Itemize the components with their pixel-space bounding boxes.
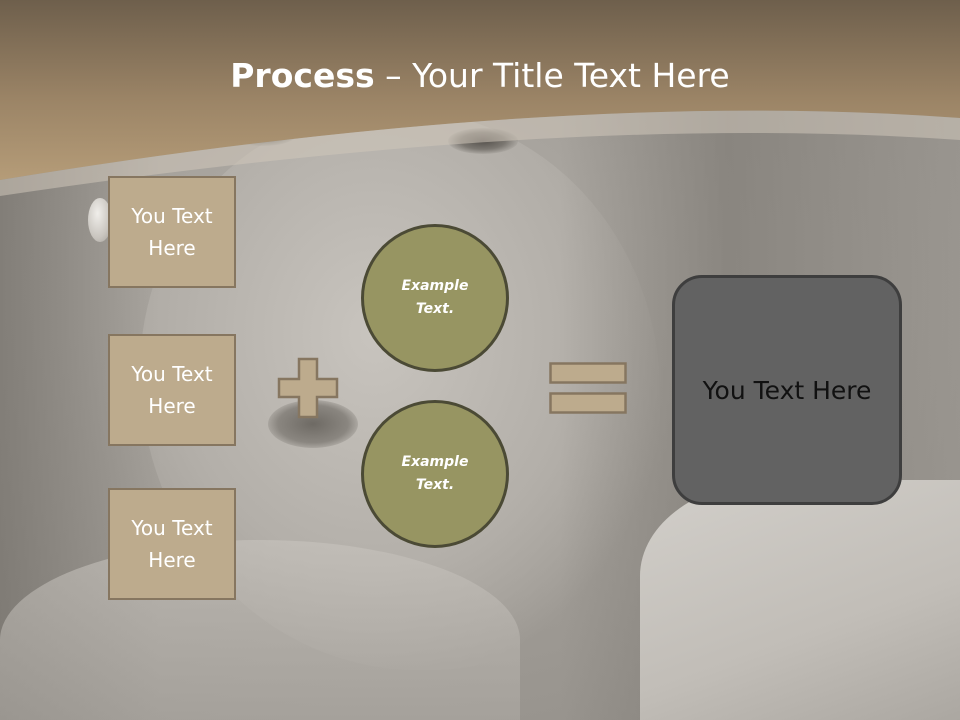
background-photo-eye — [448, 128, 518, 154]
example-circle-1: Example Text. — [361, 224, 509, 372]
slide-title-rest: – Your Title Text Here — [374, 56, 730, 95]
slide-title-bold: Process — [230, 56, 375, 95]
text-box-1: You Text Here — [108, 176, 236, 288]
background-photo-shoulder — [0, 540, 520, 720]
background-photo-collar — [640, 480, 960, 720]
text-box-label: You Text Here — [131, 362, 213, 418]
plus-icon — [277, 357, 339, 419]
circle-label: Example Text. — [401, 278, 469, 317]
result-box: You Text Here — [672, 275, 902, 505]
result-label: You Text Here — [702, 375, 872, 405]
example-circle-2: Example Text. — [361, 400, 509, 548]
text-box-label: You Text Here — [131, 516, 213, 572]
equals-icon — [549, 362, 627, 414]
circle-label: Example Text. — [401, 454, 469, 493]
text-box-label: You Text Here — [131, 204, 213, 260]
slide-title: Process – Your Title Text Here — [0, 52, 960, 100]
background-photo-eye — [228, 120, 298, 146]
text-box-3: You Text Here — [108, 488, 236, 600]
text-box-2: You Text Here — [108, 334, 236, 446]
header-band — [0, 0, 960, 196]
